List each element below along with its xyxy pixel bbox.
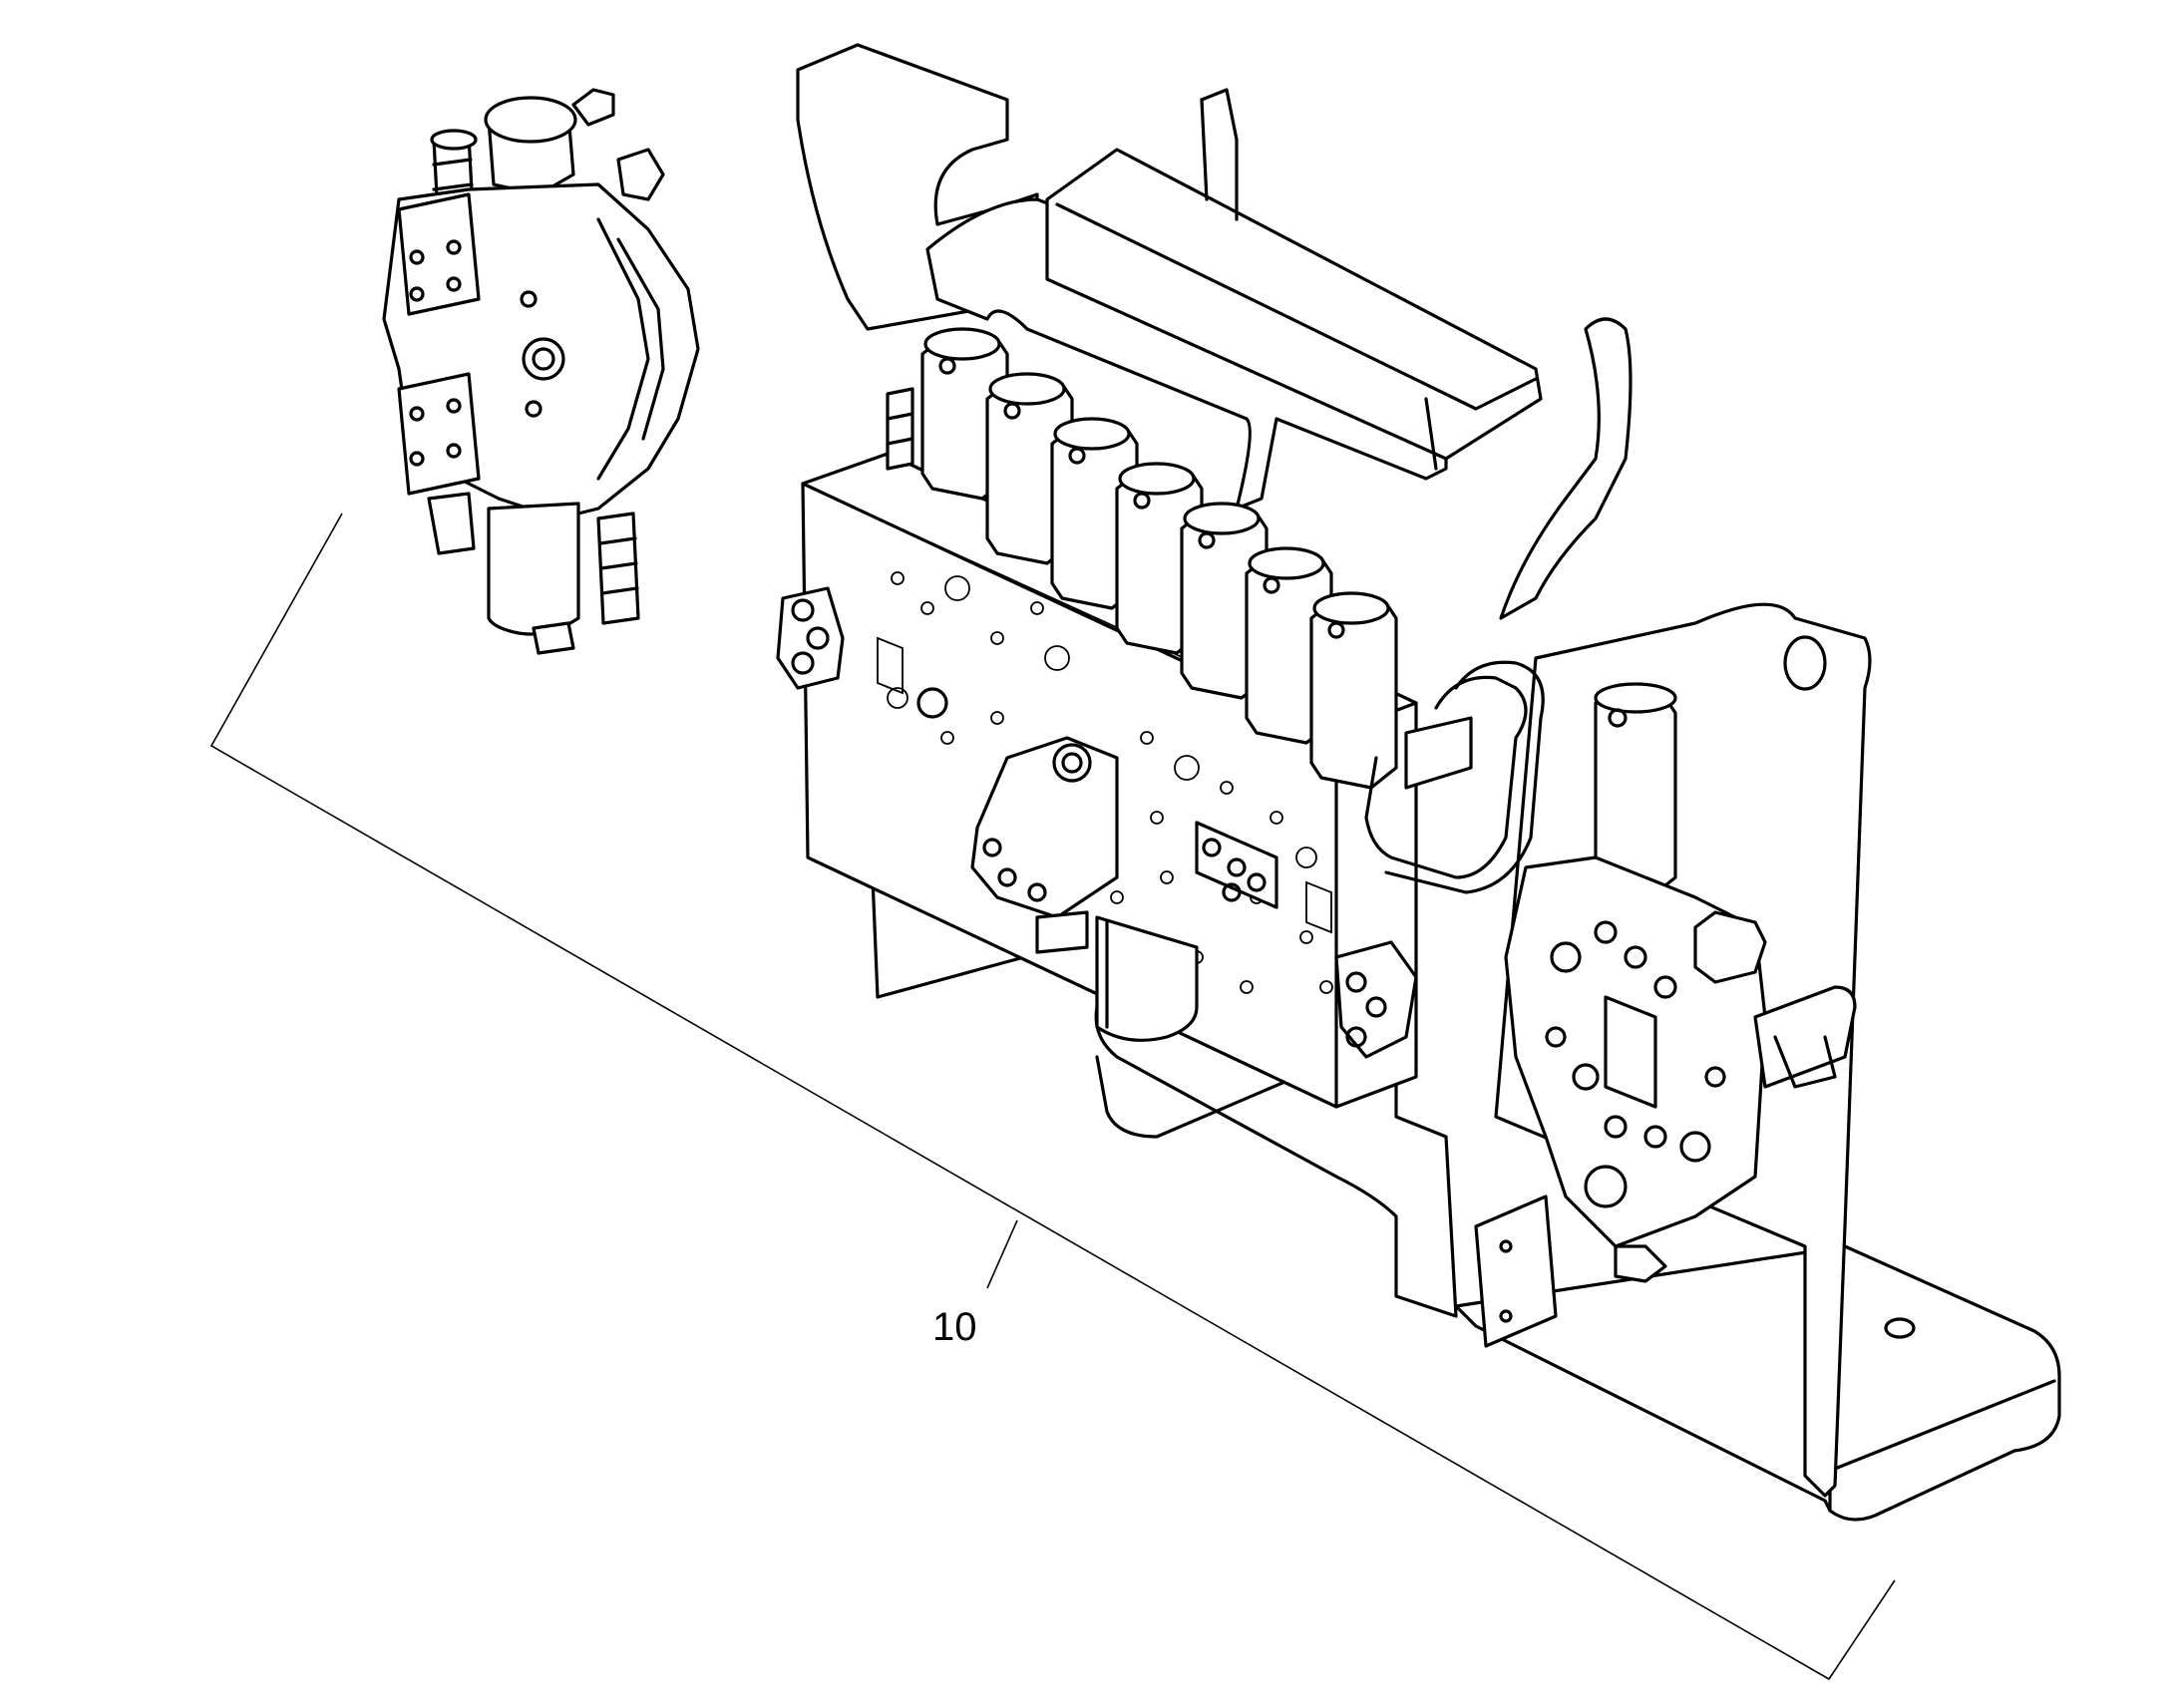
- callout-label-10: 10: [932, 1305, 977, 1349]
- accumulator-cylinder: [1095, 915, 1199, 1042]
- side-flange-port: [1334, 940, 1418, 1059]
- solenoid-7: [1309, 591, 1398, 790]
- center-manifold-plate: [1195, 821, 1278, 909]
- exploded-control-valve: [382, 88, 700, 655]
- u-pipe: [1364, 660, 1545, 894]
- front-relief-valve: [970, 736, 1119, 954]
- bracket-leader-line: [209, 512, 1896, 1681]
- solenoid-cartridges: [886, 327, 1398, 790]
- base-plate: [1454, 1244, 2061, 1522]
- callout-leader: [986, 1219, 1018, 1289]
- callout-group: 10: [209, 512, 1896, 1681]
- right-control-valve: [1474, 682, 1857, 1348]
